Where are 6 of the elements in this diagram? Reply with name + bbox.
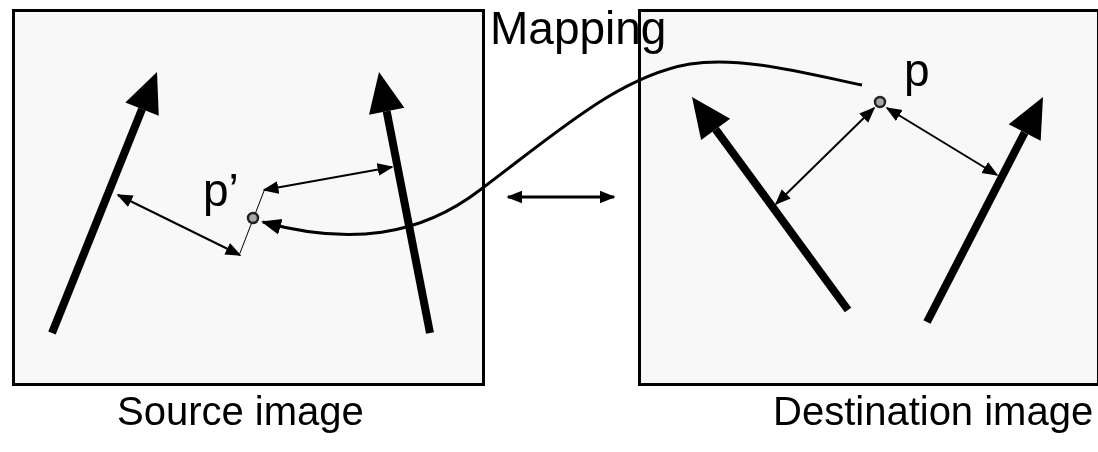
point-label: p’	[203, 166, 239, 214]
connector-arrow	[506, 190, 616, 204]
image-caption: Destination image	[773, 389, 1094, 433]
image-caption: Source image	[117, 389, 364, 433]
point-label: p	[904, 46, 930, 94]
connector-arrow	[261, 60, 863, 237]
